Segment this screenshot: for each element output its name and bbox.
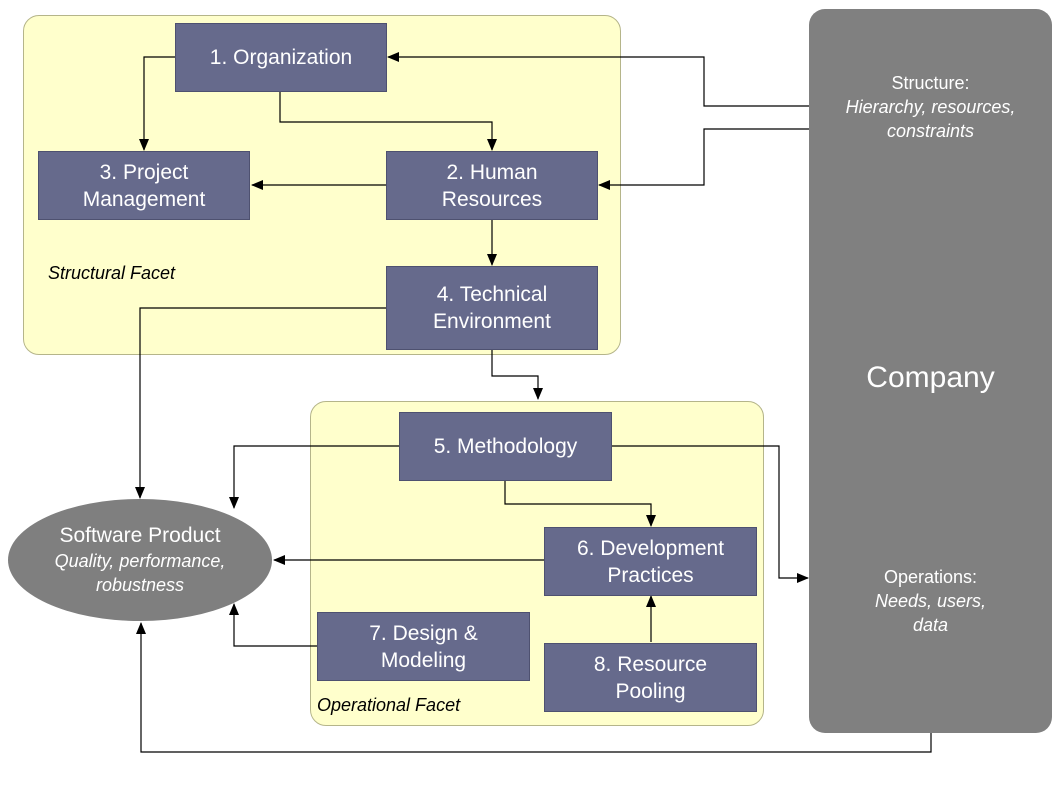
structure-detail: Hierarchy, resources, constraints bbox=[845, 97, 1016, 141]
arrow-company-to-product bbox=[136, 622, 932, 753]
organization-box: 1. Organization bbox=[175, 23, 387, 92]
arrow-company-to-organization bbox=[387, 52, 809, 107]
operations-detail: Needs, users, data bbox=[874, 591, 987, 635]
human-resources-box: 2. Human Resources bbox=[386, 151, 598, 220]
project-management-box: 3. Project Management bbox=[38, 151, 250, 220]
arrow-methodology-to-development-practices bbox=[504, 481, 656, 527]
technical-environment-box: 4. Technical Environment bbox=[386, 266, 598, 350]
arrow-organization-to-project-management bbox=[139, 56, 175, 151]
arrow-methodology-to-product bbox=[229, 445, 399, 509]
structural-facet-label: Structural Facet bbox=[48, 263, 176, 283]
arrow-technical-environment-to-methodology bbox=[491, 350, 543, 400]
arrow-organization-to-human-resources bbox=[279, 92, 497, 151]
arrow-company-to-human-resources bbox=[598, 128, 809, 190]
operational-facet-label: Operational Facet bbox=[317, 695, 461, 715]
arrow-methodology-to-company bbox=[612, 445, 809, 583]
software-product-name: Software Product bbox=[59, 524, 221, 547]
software-product-detail: Quality, performance, robustness bbox=[54, 551, 226, 595]
methodology-box: 5. Methodology bbox=[399, 412, 612, 481]
software-product-node: Software Product Quality, performance, r… bbox=[8, 499, 272, 621]
arrow-technical-environment-to-product bbox=[135, 307, 386, 499]
resource-pooling-box: 8. Resource Pooling bbox=[544, 643, 757, 712]
design-modeling-box: 7. Design & Modeling bbox=[317, 612, 530, 681]
development-practices-box: 6. Development Practices bbox=[544, 527, 757, 596]
company-title: Company bbox=[866, 361, 995, 394]
company-panel: Structure: Hierarchy, resources, constra… bbox=[809, 9, 1052, 733]
operations-label: Operations: bbox=[883, 567, 978, 587]
structure-label: Structure: bbox=[891, 73, 970, 93]
arrow-design-modeling-to-product bbox=[229, 603, 317, 647]
